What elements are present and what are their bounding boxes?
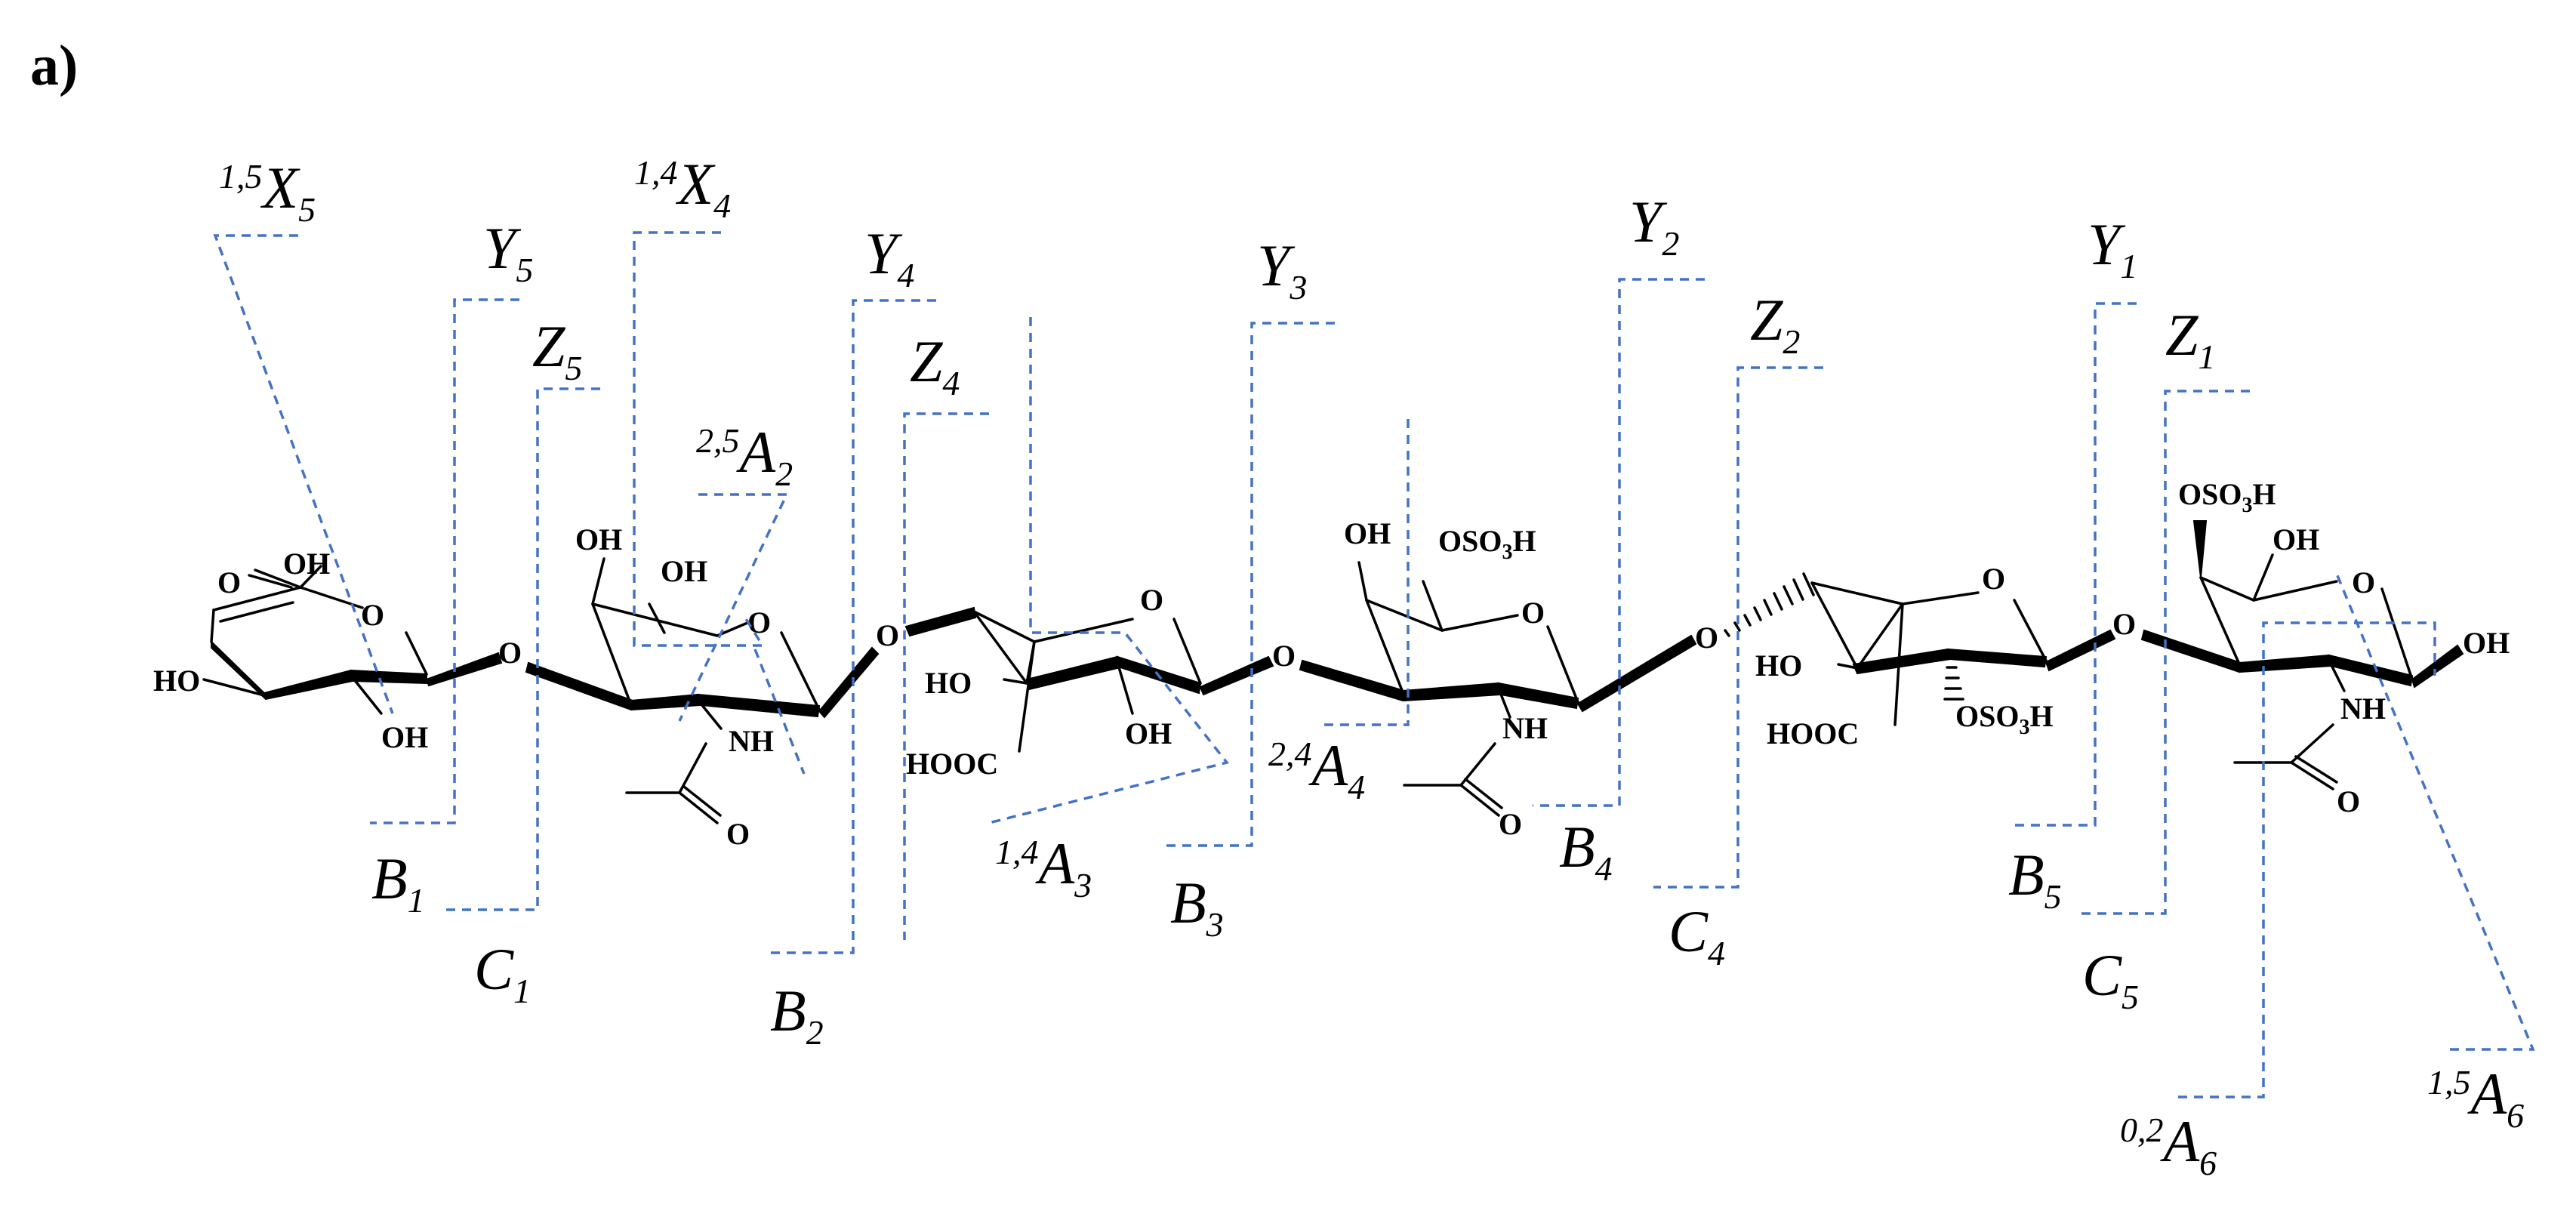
- ring-6-reducing-end: [2192, 520, 2464, 790]
- cut-Y5-B1: [370, 298, 519, 824]
- ring-5-idoa2s: [1810, 581, 2048, 726]
- atom-OSO3H: OSO3H: [1955, 699, 2054, 739]
- label-B1: B1: [371, 846, 425, 920]
- atom-HO: HO: [1755, 649, 1802, 682]
- atom-O: O: [498, 636, 522, 670]
- label-B3: B3: [1170, 870, 1224, 944]
- cut-Y1-B5: [2008, 302, 2137, 827]
- label-C1: C1: [474, 936, 531, 1010]
- cut-A4: [1321, 419, 1410, 726]
- label-0-2-A6: 0,2A6: [2120, 1108, 2217, 1182]
- atom-OH: OH: [2272, 522, 2319, 556]
- label-Y5: Y5: [483, 215, 533, 289]
- label-Z1: Z1: [2165, 302, 2215, 376]
- label-1-4-X4: 1,4X4: [634, 151, 731, 225]
- cut-Z1-C5: [2078, 390, 2250, 915]
- cut-Z4: [903, 412, 989, 940]
- label-1-4-A3: 1,4A3: [995, 830, 1092, 904]
- atom-OH: OH: [381, 720, 428, 754]
- atom-O: O: [1521, 596, 1545, 630]
- cut-Y3-B3: [1163, 322, 1335, 847]
- atom-NH: NH: [2340, 692, 2386, 726]
- cut-A6-15: [2335, 573, 2535, 1051]
- atom-O: O: [2337, 784, 2360, 818]
- label-1-5-A6: 1,5A6: [2427, 1061, 2524, 1135]
- cut-Y2-B4: [1533, 278, 1705, 807]
- atom-HO: HO: [925, 666, 972, 700]
- chemical-structure: HO O O OH OH O OH OH O NH O: [153, 477, 2510, 851]
- cleavage-lines: [213, 231, 2535, 1098]
- label-B5: B5: [2008, 842, 2062, 916]
- cut-X4: [633, 231, 766, 647]
- cut-A2-tail: [753, 649, 806, 775]
- atom-OH: OH: [661, 554, 707, 588]
- label-Y1: Y1: [2088, 211, 2137, 285]
- ring-1-uronic-acid: [202, 565, 428, 715]
- atom-NH: NH: [1502, 711, 1548, 745]
- cut-A2: [678, 493, 789, 722]
- atom-HOOC: HOOC: [1767, 716, 1859, 750]
- atom-HOOC: HOOC: [906, 747, 998, 781]
- hashed-wedge: [1724, 572, 1815, 637]
- label-B4: B4: [1559, 814, 1613, 888]
- label-B2: B2: [770, 978, 824, 1052]
- label-Y3: Y3: [1257, 233, 1307, 307]
- ring-4-glcnac6s: [1357, 561, 1579, 817]
- atom-OH: OH: [1125, 716, 1172, 750]
- cut-Z5-C1: [445, 387, 600, 911]
- label-2-4-A4: 2,4A4: [1268, 732, 1365, 806]
- cut-A6-02: [2178, 621, 2436, 1098]
- atom-O: O: [747, 605, 771, 639]
- atom-O: O: [1272, 639, 1296, 673]
- atom-OH: OH: [575, 522, 622, 556]
- atom-O: O: [726, 817, 750, 851]
- atom-O: O: [2112, 607, 2136, 641]
- atom-HO: HO: [153, 664, 200, 698]
- label-C4: C4: [1669, 898, 1725, 972]
- cut-Y4-B2: [764, 299, 936, 954]
- label-Y2: Y2: [1629, 189, 1679, 263]
- ring-2-glcnac: [591, 557, 821, 824]
- atom-OH: OH: [1344, 516, 1391, 550]
- label-C5: C5: [2082, 942, 2139, 1016]
- label-Z5: Z5: [532, 313, 582, 387]
- atom-O: O: [1982, 562, 2005, 596]
- label-2-5-A2: 2,5A2: [696, 419, 793, 493]
- fragment-labels: 1,5X5 Y5 Z5 1,4X4 2,5A2 Y4 Z4 Y3 Y2 Z2 Y…: [219, 151, 2524, 1182]
- cut-A3: [988, 317, 1230, 824]
- atom-O: O: [1499, 807, 1522, 841]
- atom-O: O: [217, 565, 241, 599]
- atom-O: O: [1695, 621, 1718, 655]
- atom-O: O: [1140, 583, 1163, 617]
- panel-label: a): [30, 34, 78, 97]
- atom-NH: NH: [729, 724, 774, 758]
- atom-OH: OH: [283, 547, 330, 581]
- atom-O: O: [876, 618, 899, 652]
- label-1-5-X5: 1,5X5: [219, 155, 316, 229]
- atom-O: O: [361, 598, 384, 632]
- hashed-wedge-2: [1943, 655, 1964, 701]
- label-Y4: Y4: [864, 220, 914, 294]
- label-Z2: Z2: [1750, 287, 1800, 361]
- atom-OSO3H: OSO3H: [1438, 524, 1536, 564]
- cut-X5: [213, 234, 394, 714]
- atom-OH: OH: [2463, 626, 2510, 660]
- atom-O: O: [2352, 565, 2375, 599]
- label-Z4: Z4: [910, 328, 960, 402]
- atom-OSO3H: OSO3H: [2178, 477, 2276, 517]
